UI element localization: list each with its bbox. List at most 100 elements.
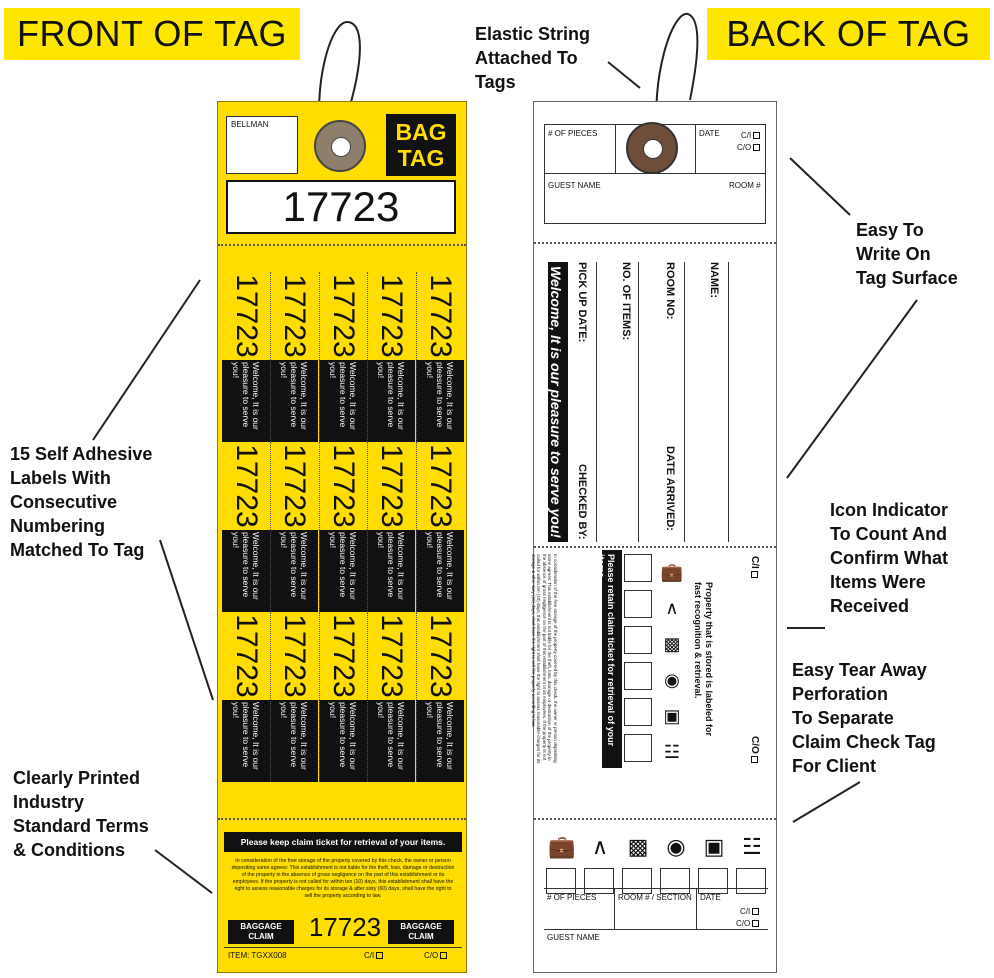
front-perforation-top [218,244,466,246]
label-number-area: 17723 [367,442,415,530]
label-welcome: Welcome, It is our pleasure to serve you… [376,532,407,600]
ci-label: C/I [741,131,752,140]
claim-check-form: # OF PIECES ROOM # / SECTION DATE C/I C/… [544,888,768,968]
callout-line: For Client [792,756,876,776]
label-separator [415,612,417,782]
label-separator [367,272,369,442]
callout-line: Icon Indicator [830,500,949,520]
co-checkbox-icon [751,755,759,763]
baggage-claim-line: BAGGAGE [400,922,442,931]
front-grommet [314,120,366,172]
co-label: C/O [749,736,760,754]
camera-icon: ◉ [666,834,686,859]
icon-checkbox [624,554,652,582]
label-number-area: 17723 [222,442,270,530]
label-number: 17723 [375,614,409,698]
count-box [698,868,728,894]
hanger-icon: ∧ [591,834,609,859]
label-separator [270,612,272,782]
callout-line: Easy Tear Away [792,660,927,680]
callout-line: Elastic String [475,24,591,44]
callout-line: Labels With [10,468,111,488]
label-welcome: Welcome, It is our pleasure to serve you… [231,532,261,600]
label-welcome-area: Welcome, It is our pleasure to serve you… [270,700,319,782]
label-welcome-area: Welcome, It is our pleasure to serve you… [415,700,464,782]
co-checkbox-icon [440,952,448,960]
back-co: C/O [737,143,761,152]
label-welcome: Welcome, It is our pleasure to serve you… [327,362,358,430]
date-label: DATE [699,129,720,138]
golf-bag-icon: ☳ [663,742,681,762]
guest-name-label: GUEST NAME [548,181,601,190]
baggage-claim-left: BAGGAGE CLAIM [228,920,294,944]
back-elastic-string [655,12,699,141]
label-number: 17723 [423,274,457,358]
ci-checkbox-icon [752,908,760,916]
label-separator [270,272,272,442]
baggage-claim-line: BAGGAGE [240,922,282,931]
label-welcome: Welcome, It is our pleasure to serve you… [376,362,407,430]
ci-checkbox-icon [376,952,384,960]
icon-checkbox [624,590,652,618]
front-perforation-bottom [218,818,466,820]
retain-text: Please retain claim ticket for retrieval… [596,554,616,747]
label-number: 17723 [375,274,409,358]
callout-line: & Conditions [13,840,125,860]
label-number-area: 17723 [367,272,415,360]
front-terms-text: In consideration of the free storage of … [231,858,455,899]
callout-line: Write On [856,244,931,264]
label-welcome-area: Welcome, It is our pleasure to serve you… [270,530,319,612]
back-perforation-middle [534,546,776,548]
label-welcome: Welcome, It is our pleasure to serve you… [231,362,261,430]
label-number-area: 17723 [319,272,367,360]
baggage-claim-line: CLAIM [248,932,274,941]
terms-callout-line [154,849,213,894]
label-number: 17723 [278,614,312,698]
room-no-label: ROOM NO: [664,262,676,320]
label-number: 17723 [230,444,263,528]
callout-line: Matched To Tag [10,540,145,560]
count-box [736,868,766,894]
front-elastic-string [318,20,361,141]
label-number-area: 17723 [222,612,270,700]
back-perforation-bottom [534,818,776,820]
label-welcome-area: Welcome, It is our pleasure to serve you… [318,360,367,442]
label-number: 17723 [326,274,360,358]
elastic-callout: Elastic String Attached To Tags [475,22,590,94]
golf-bag-icon: ☳ [742,834,762,859]
label-number-area: 17723 [270,442,318,530]
item-code: ITEM: TGXX008 [228,951,287,960]
label-number: 17723 [230,274,263,358]
room-label: ROOM # [729,181,761,190]
label-number: 17723 [423,614,457,698]
back-mid-co: C/O [749,736,760,763]
property-note: Property that is stored is labeled for f… [693,582,714,737]
callout-line: Received [830,596,910,616]
label-number: 17723 [278,274,312,358]
icon-checkbox [624,626,652,654]
welcome-text: Welcome, It is our pleasure to serve you… [548,266,564,539]
label-separator [270,442,272,612]
elastic-callout-line [607,61,641,89]
callout-line: Confirm What [830,548,948,568]
welcome-banner: Welcome, It is our pleasure to serve you… [548,262,568,542]
laptop-icon: ▩ [627,834,649,859]
callout-line: Easy To [856,220,924,240]
